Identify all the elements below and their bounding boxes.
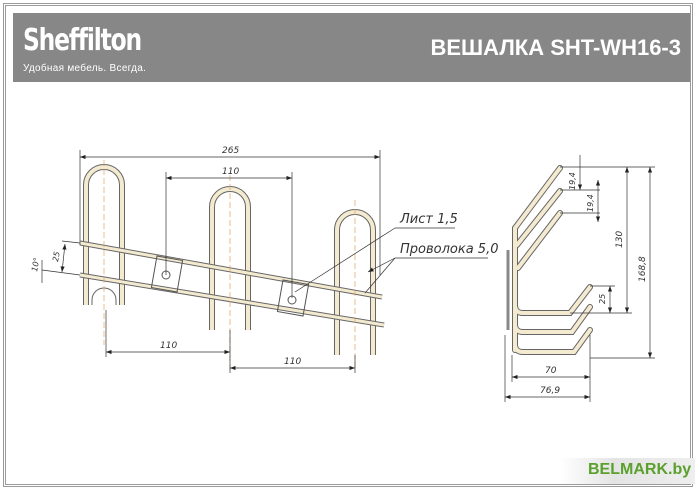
brand-logo: Sheffilton bbox=[23, 23, 142, 58]
dim-step-2: 19,4 bbox=[586, 194, 595, 212]
page-border bbox=[3, 3, 693, 487]
product-title: ВЕШАЛКА SHT-WH16-3 bbox=[430, 35, 682, 60]
dim-rod-gap: 25 bbox=[51, 251, 62, 263]
watermark-text: BELMARK.by bbox=[588, 461, 692, 478]
side-view bbox=[504, 155, 655, 402]
brand-tagline: Удобная мебель. Всегда. bbox=[23, 63, 147, 74]
dim-height-total: 168,8 bbox=[638, 256, 648, 282]
front-view bbox=[41, 150, 488, 373]
slanted-rods bbox=[79, 240, 385, 328]
side-dimensions bbox=[504, 155, 655, 402]
dim-total-width: 265 bbox=[222, 146, 239, 156]
dim-height-130: 130 bbox=[615, 231, 625, 248]
side-wire bbox=[513, 166, 592, 354]
dim-depth-70: 70 bbox=[545, 366, 557, 376]
watermark: BELMARK.by bbox=[560, 458, 695, 484]
label-wire: Проволока 5,0 bbox=[400, 242, 498, 257]
dim-depth-total: 76,9 bbox=[540, 386, 560, 396]
dim-bottom-spacing-1: 110 bbox=[160, 341, 177, 351]
dim-bottom-spacing-2: 110 bbox=[284, 357, 301, 367]
dim-step-1: 19,4 bbox=[568, 172, 577, 190]
front-dimensions bbox=[41, 150, 488, 373]
dim-hook-25: 25 bbox=[598, 294, 607, 304]
dim-angle: 10° bbox=[30, 257, 41, 273]
dim-top-spacing: 110 bbox=[222, 167, 239, 177]
header-banner: Sheffilton Удобная мебель. Всегда. ВЕШАЛ… bbox=[13, 13, 690, 82]
label-sheet: Лист 1,5 bbox=[399, 212, 458, 227]
